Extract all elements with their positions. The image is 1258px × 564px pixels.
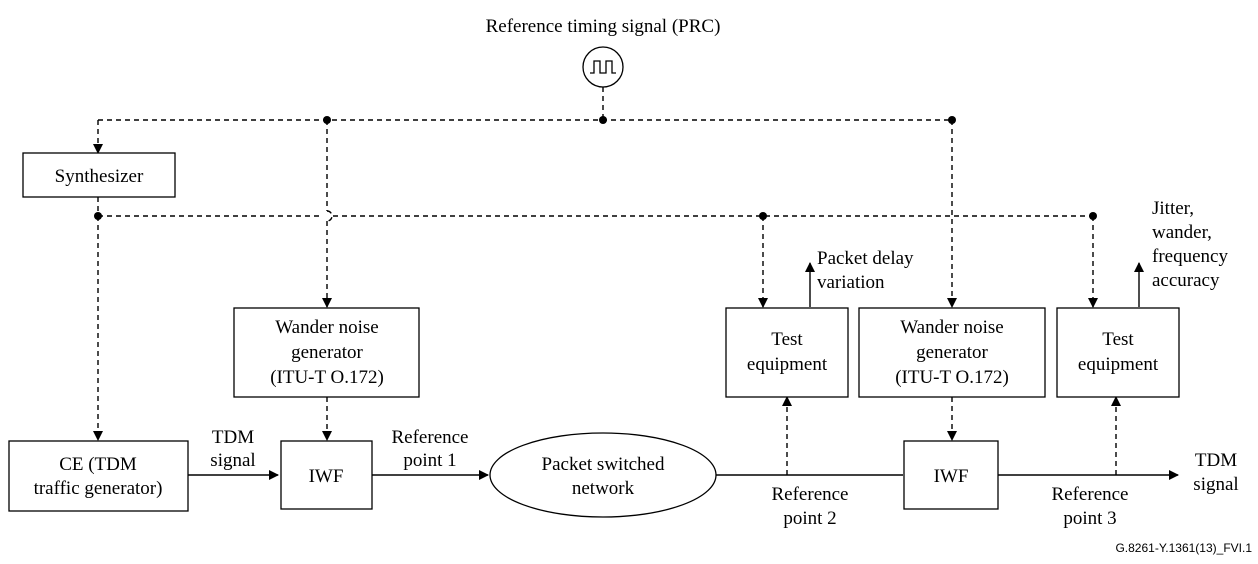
test-equipment-2-box: Test equipment — [1056, 307, 1180, 398]
ref-point-1-line1: Reference — [392, 427, 469, 448]
tdm-signal-out-line2: signal — [1193, 474, 1238, 495]
ref-point-2-line2: point 2 — [783, 508, 836, 529]
wander-generator-1-line2: generator — [291, 342, 363, 363]
wander-generator-2-line1: Wander noise — [900, 317, 1003, 338]
ref-point-2-line1: Reference — [772, 484, 849, 505]
wander-generator-2-line2: generator — [916, 342, 988, 363]
ref-point-3-line1: Reference — [1052, 484, 1129, 505]
square-wave-clock-icon — [582, 46, 624, 88]
timing-distribution-lines — [93, 87, 1121, 475]
prc-label: Reference timing signal (PRC) — [486, 16, 721, 37]
output-2-line4: accuracy — [1152, 270, 1220, 291]
ce-box: CE (TDM traffic generator) — [8, 440, 189, 512]
packet-switched-network: Packet switched network — [489, 432, 717, 518]
synthesizer-label: Synthesizer — [55, 166, 144, 187]
output-2-line2: wander, — [1152, 222, 1212, 243]
ref-point-1-line2: point 1 — [403, 450, 456, 471]
signal-path-lines — [188, 262, 1179, 480]
wander-generator-1-line1: Wander noise — [275, 317, 378, 338]
output-2-line3: frequency — [1152, 246, 1228, 267]
ref-point-3-line2: point 3 — [1063, 508, 1116, 529]
wander-generator-1-box: Wander noise generator (ITU-T O.172) — [233, 307, 420, 398]
iwf-1-label: IWF — [309, 466, 344, 487]
tdm-signal-in-line1: TDM — [212, 427, 254, 448]
test-equipment-1-line2: equipment — [747, 354, 828, 375]
wander-generator-2-line3: (ITU-T O.172) — [895, 367, 1009, 388]
synthesizer-box: Synthesizer — [22, 152, 176, 198]
psn-label-line2: network — [572, 478, 635, 499]
test-equipment-2-line1: Test — [1102, 329, 1134, 350]
figure-id: G.8261-Y.1361(13)_FVI.1 — [1115, 541, 1252, 555]
tdm-signal-out-line1: TDM — [1195, 450, 1237, 471]
output-1-line2: variation — [817, 272, 885, 293]
psn-label-line1: Packet switched — [542, 454, 665, 475]
wander-generator-1-line3: (ITU-T O.172) — [270, 367, 384, 388]
test-equipment-1-box: Test equipment — [725, 307, 849, 398]
iwf-2-box: IWF — [903, 440, 999, 510]
wander-generator-2-box: Wander noise generator (ITU-T O.172) — [858, 307, 1046, 398]
test-equipment-1-line1: Test — [771, 329, 803, 350]
iwf-1-box: IWF — [280, 440, 373, 510]
ce-label-line1: CE (TDM — [59, 454, 137, 475]
test-equipment-2-line2: equipment — [1078, 354, 1159, 375]
tdm-signal-in-line2: signal — [210, 450, 255, 471]
iwf-2-label: IWF — [934, 466, 969, 487]
output-1-line1: Packet delay — [817, 248, 914, 269]
ce-label-line2: traffic generator) — [34, 478, 163, 499]
output-2-line1: Jitter, — [1152, 198, 1194, 219]
